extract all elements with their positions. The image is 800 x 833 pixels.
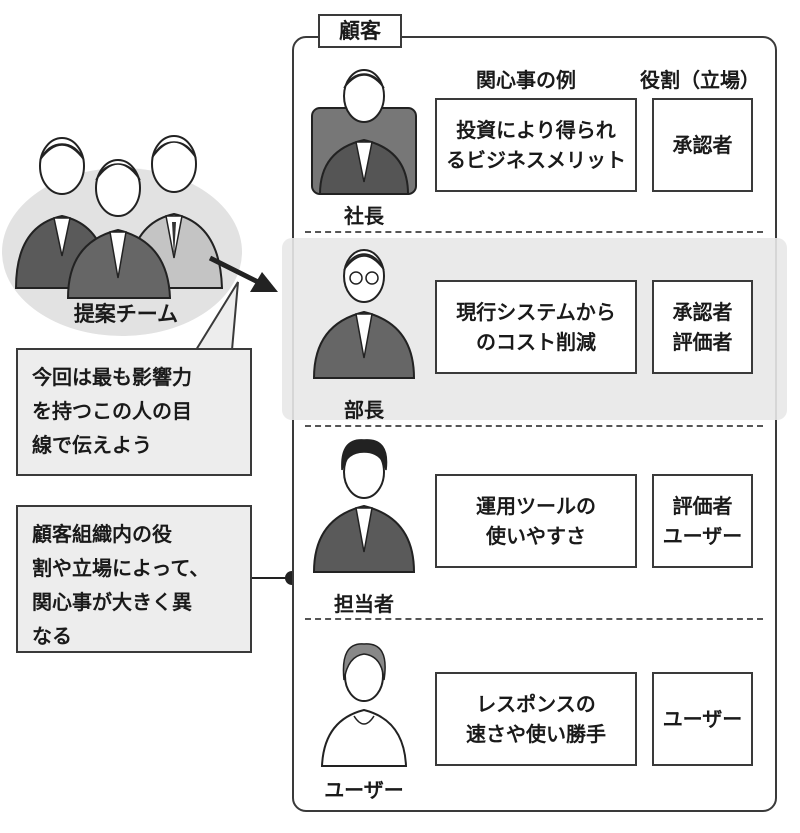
department-manager-icon: [312, 249, 416, 379]
row-divider: [305, 231, 763, 233]
person-label-user: ユーザー: [324, 778, 404, 802]
role-box-user: ユーザー: [652, 672, 753, 766]
row-divider: [305, 618, 763, 620]
team-arrow-head: [250, 272, 278, 292]
president-icon: [311, 69, 417, 195]
role-box-department-manager: 承認者 評価者: [652, 280, 753, 374]
column-header-interest: 関心事の例: [476, 68, 576, 92]
role-box-president: 承認者: [652, 98, 753, 192]
row-divider: [305, 425, 763, 427]
interest-box-user: レスポンスの 速さや使い勝手: [435, 672, 637, 766]
person-label-department-manager: 部長: [344, 398, 384, 422]
user-icon: [320, 643, 408, 767]
customer-title: 顧客: [318, 14, 402, 48]
person-in-charge-icon: [312, 439, 416, 573]
person-label-person-in-charge: 担当者: [334, 592, 394, 616]
person-label-president: 社長: [344, 204, 384, 228]
callout-target-perspective: 今回は最も影響力 を持つこの人の目 線で伝えよう: [16, 348, 252, 476]
column-header-role: 役割（立場）: [640, 68, 760, 92]
interest-box-person-in-charge: 運用ツールの 使いやすさ: [435, 474, 637, 568]
callout-interest-varies: 顧客組織内の役 割や立場によって、 関心事が大きく異 なる: [16, 505, 252, 653]
interest-box-department-manager: 現行システムから のコスト削減: [435, 280, 637, 374]
role-box-person-in-charge: 評価者 ユーザー: [652, 474, 753, 568]
interest-box-president: 投資により得られ るビジネスメリット: [435, 98, 637, 192]
team-label: 提案チーム: [73, 302, 179, 326]
team-figures-icon: [14, 135, 224, 299]
